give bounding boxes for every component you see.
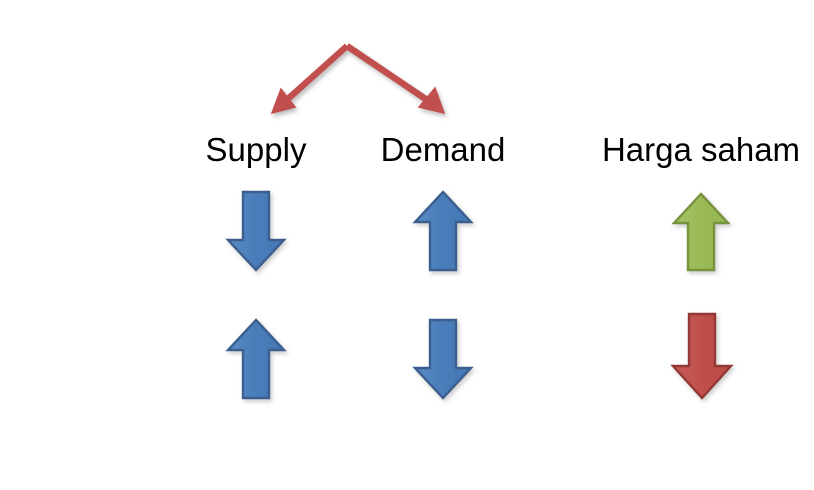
arrow-price-down bbox=[670, 312, 734, 400]
arrow-supply-down bbox=[225, 190, 287, 272]
branch-arrow-shape bbox=[270, 43, 446, 115]
column-label-supply: Supply bbox=[205, 131, 307, 168]
column-label-demand: Demand bbox=[380, 131, 506, 168]
arrow-demand-down bbox=[412, 318, 474, 400]
arrow-price-up bbox=[671, 192, 731, 272]
arrow-demand-up bbox=[412, 190, 474, 272]
column-label-harga-saham: Harga saham bbox=[601, 131, 801, 168]
arrow-supply-up bbox=[225, 318, 287, 400]
